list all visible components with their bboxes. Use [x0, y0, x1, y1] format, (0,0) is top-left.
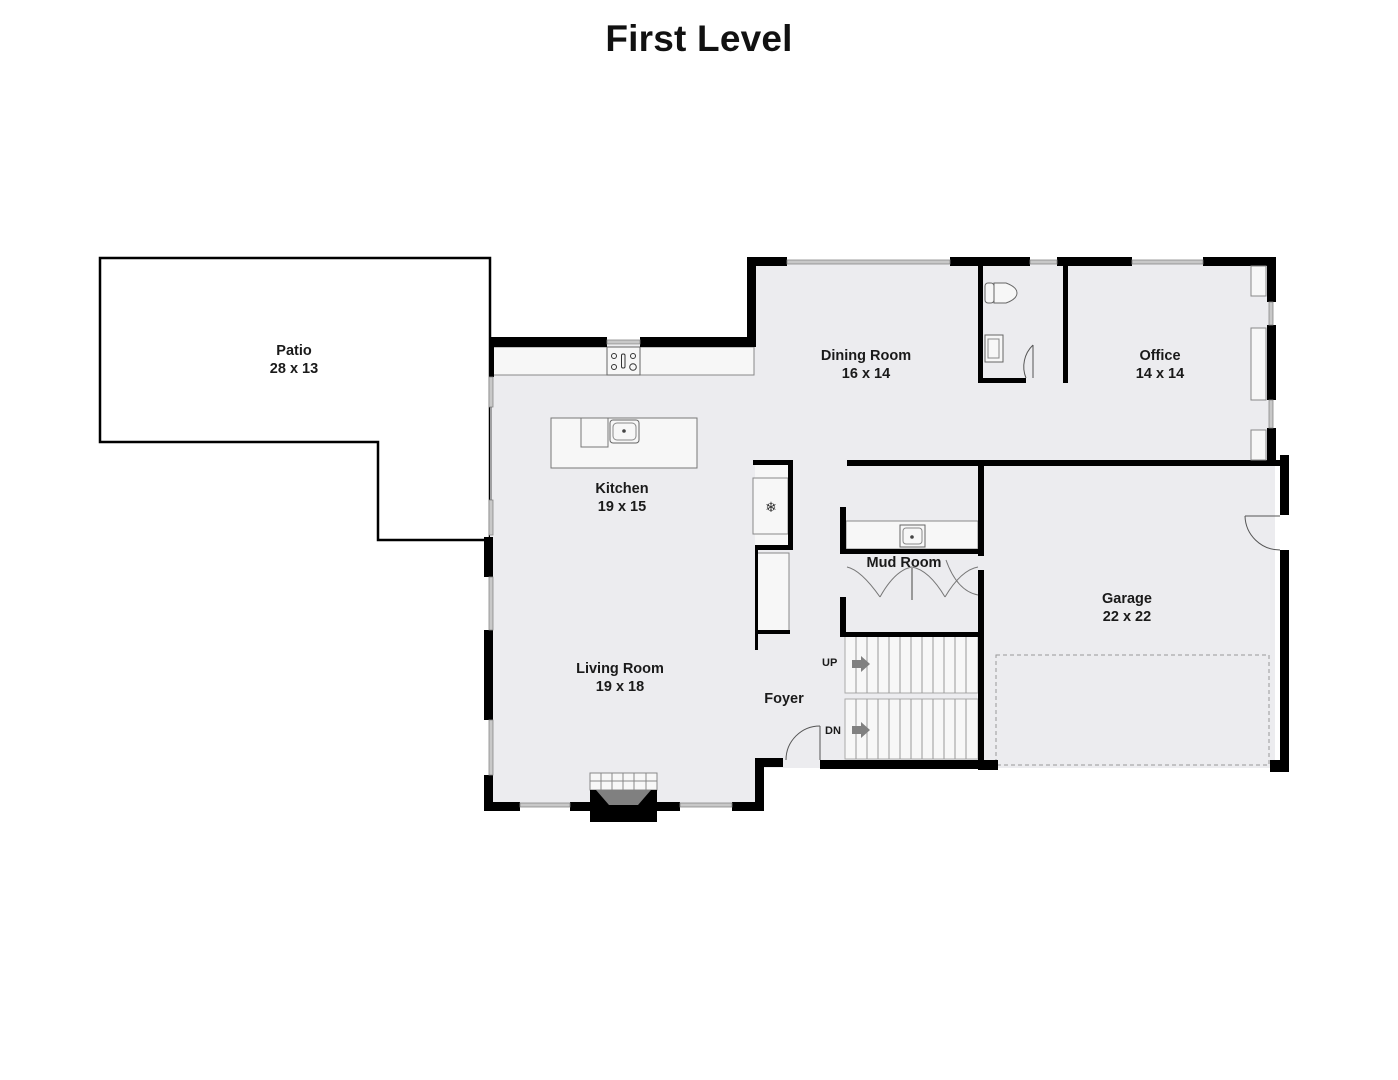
island-sink-icon: [609, 419, 640, 444]
room-name: Foyer: [764, 691, 804, 707]
garage-door-outline: [995, 654, 1270, 766]
room-foyer: Foyer: [764, 690, 804, 708]
patio-outline: [98, 256, 492, 542]
cooktop-icon: [606, 346, 641, 376]
room-office: Office 14 x 14: [1136, 347, 1184, 383]
svg-text:❄: ❄: [765, 500, 777, 516]
room-dimensions: 19 x 18: [595, 679, 645, 695]
mudroom-sink-icon: [899, 524, 926, 548]
room-name: Patio: [276, 343, 312, 359]
stair-down-arrow-icon: [852, 722, 870, 738]
fireplace-icon: [589, 772, 658, 822]
room-dimensions: 16 x 14: [841, 366, 891, 382]
bathroom-sink-icon: [984, 334, 1004, 363]
room-mud-room: Mud Room: [867, 554, 942, 572]
room-kitchen: Kitchen 19 x 15: [595, 480, 648, 516]
room-name: Mud Room: [866, 555, 942, 571]
door-swings: [785, 344, 1281, 761]
stair-up-label: UP: [822, 657, 838, 669]
room-dimensions: 22 x 22: [1102, 609, 1152, 625]
interior-floor: [490, 262, 1275, 805]
walls: [484, 257, 1289, 811]
stair-up-arrow-icon: [852, 656, 870, 672]
room-name: Garage: [1102, 591, 1152, 607]
office-shelves: [1250, 265, 1267, 461]
toilet-icon: [984, 282, 1018, 304]
refrigerator-icon: ❄: [752, 462, 792, 548]
stair-down-label: DN: [825, 725, 841, 737]
staircase: [844, 634, 979, 760]
room-garage: Garage 22 x 22: [1102, 590, 1152, 626]
room-dining-room: Dining Room 16 x 14: [821, 347, 911, 383]
room-name: Living Room: [576, 661, 664, 677]
room-living-room: Living Room 19 x 18: [576, 660, 664, 696]
room-dimensions: 19 x 15: [597, 499, 647, 515]
room-name: Office: [1139, 348, 1181, 364]
floor-plan-title: First Level: [605, 18, 793, 59]
dishwasher-icon: [580, 417, 609, 448]
room-name: Dining Room: [820, 348, 912, 364]
room-dimensions: 28 x 13: [269, 361, 319, 377]
room-name: Kitchen: [595, 481, 649, 497]
windows: [488, 259, 1274, 808]
room-patio: Patio 28 x 13: [270, 342, 318, 378]
pantry-cabinet: [756, 552, 790, 634]
room-dimensions: 14 x 14: [1135, 366, 1185, 382]
closet-doors: [846, 559, 979, 600]
